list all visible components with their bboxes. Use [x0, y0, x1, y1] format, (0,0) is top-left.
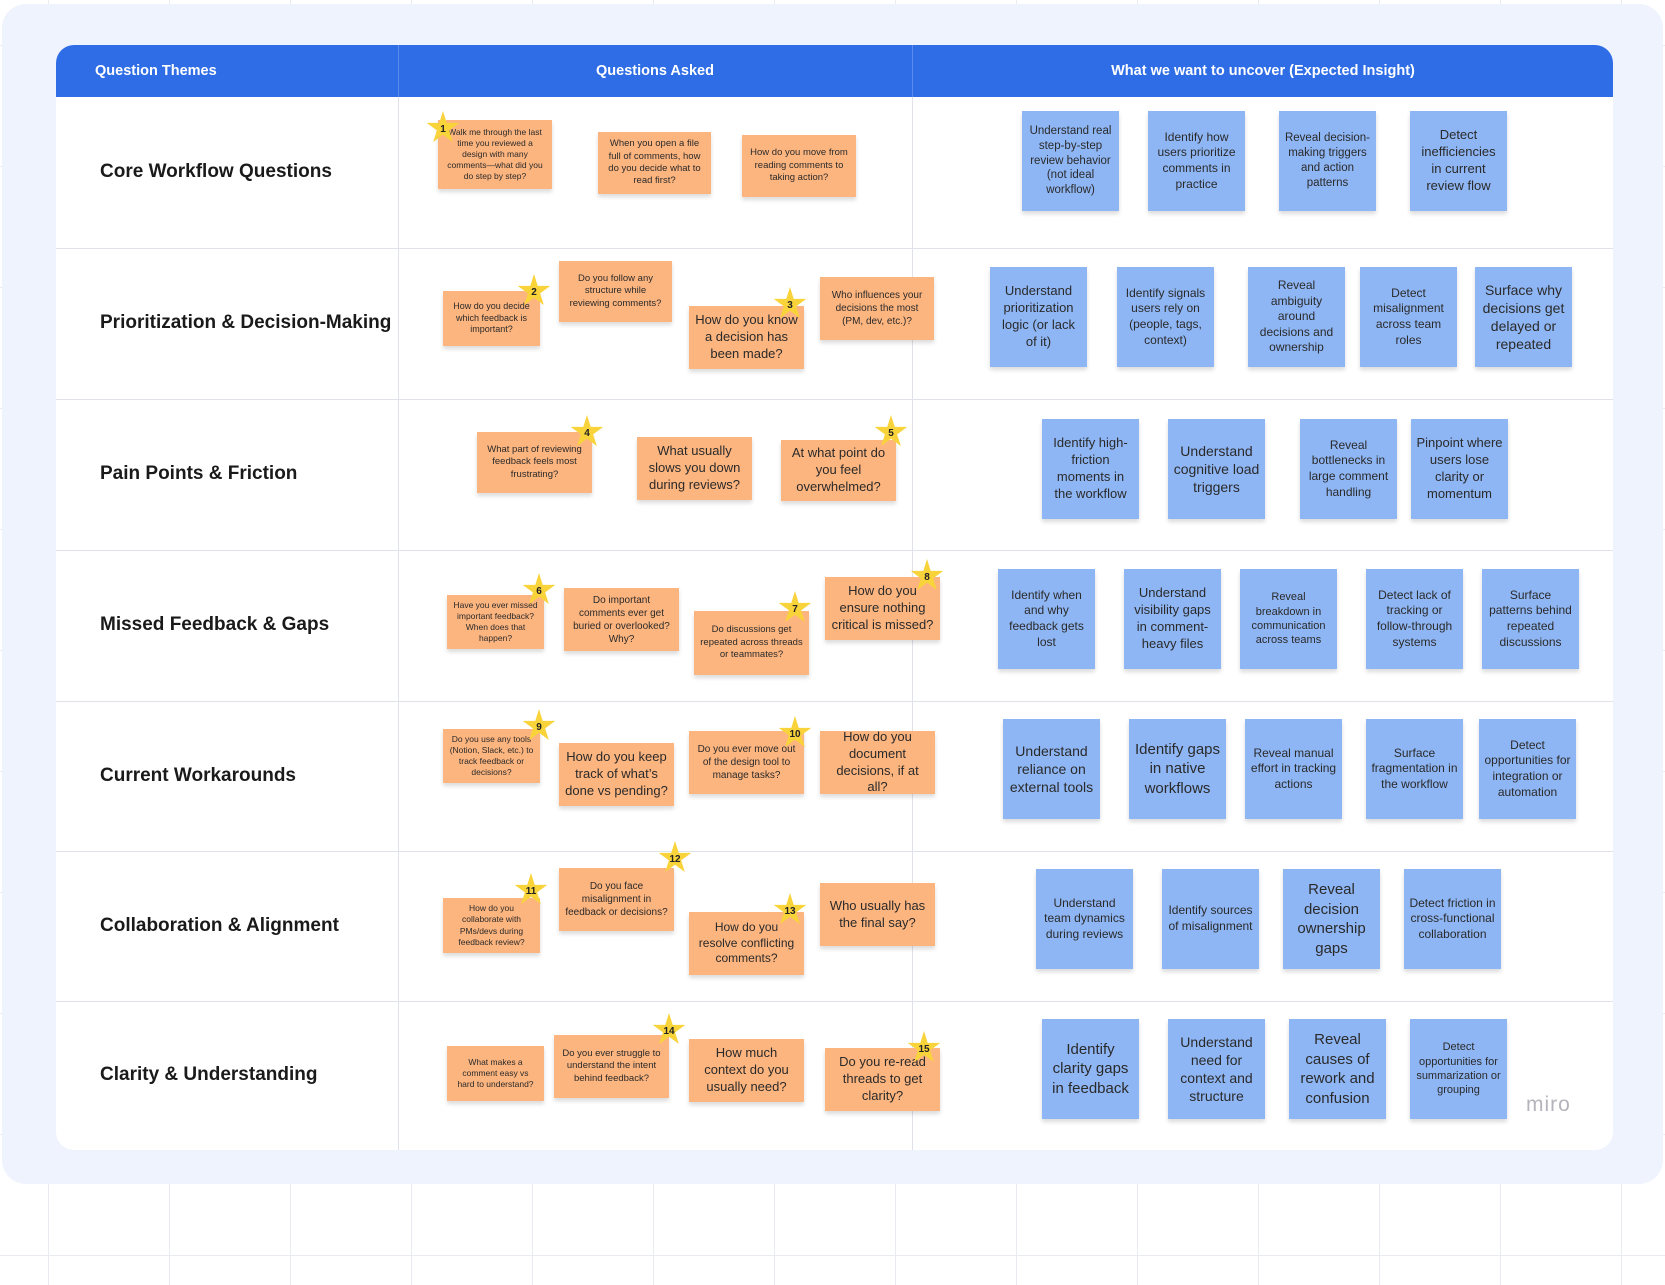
theme-clarity: Clarity & Understanding [100, 1064, 318, 1086]
miro-logo: miro [1526, 1093, 1571, 1116]
star-badge-icon: 7 [778, 591, 812, 625]
question-sticky[interactable]: At what point do you feel overwhelmed? [781, 440, 896, 501]
row-divider [56, 1001, 1613, 1002]
question-sticky[interactable]: How do you collaborate with PMs/devs dur… [443, 898, 540, 953]
star-badge-icon: 9 [522, 709, 556, 743]
insight-sticky[interactable]: Detect opportunities for integration or … [1479, 719, 1576, 819]
question-sticky[interactable]: How do you document decisions, if at all… [820, 729, 935, 794]
star-badge-icon: 1 [426, 111, 460, 145]
star-badge-icon: 4 [570, 415, 604, 449]
question-sticky[interactable]: Have you ever missed important feedback?… [447, 595, 544, 649]
insight-sticky[interactable]: Understand reliance on external tools [1003, 719, 1100, 819]
header-questions-asked: Questions Asked [596, 63, 714, 79]
insight-sticky[interactable]: Understand need for context and structur… [1168, 1019, 1265, 1119]
insight-sticky[interactable]: Reveal decision ownership gaps [1283, 869, 1380, 969]
star-badge-icon: 2 [517, 274, 551, 308]
insight-sticky[interactable]: Understand visibility gaps in comment-he… [1124, 569, 1221, 669]
insight-sticky[interactable]: Understand prioritization logic (or lack… [990, 267, 1087, 367]
theme-core-workflow: Core Workflow Questions [100, 161, 332, 183]
theme-workarounds: Current Workarounds [100, 764, 297, 786]
star-badge-icon: 15 [907, 1031, 941, 1065]
insight-sticky[interactable]: Identify high-friction moments in the wo… [1042, 419, 1139, 519]
insight-sticky[interactable]: Reveal bottlenecks in large comment hand… [1300, 419, 1397, 519]
star-badge-icon: 6 [522, 573, 556, 607]
insight-sticky[interactable]: Detect lack of tracking or follow-throug… [1366, 569, 1463, 669]
question-sticky[interactable]: How do you keep track of what’s done vs … [559, 743, 674, 806]
star-badge-icon: 8 [910, 559, 944, 593]
theme-collaboration: Collaboration & Alignment [100, 914, 339, 936]
header-question-themes: Question Themes [95, 63, 217, 79]
star-badge-icon: 13 [773, 893, 807, 927]
question-sticky[interactable]: When you open a file full of comments, h… [598, 132, 711, 194]
insight-sticky[interactable]: Identify gaps in native workflows [1129, 719, 1226, 819]
insight-sticky[interactable]: Understand real step-by-step review beha… [1022, 111, 1119, 211]
question-sticky[interactable]: What makes a comment easy vs hard to und… [447, 1046, 544, 1101]
insight-sticky[interactable]: Reveal decision-making triggers and acti… [1279, 111, 1376, 211]
research-table: Question Themes Questions Asked What we … [56, 45, 1613, 1150]
insight-sticky[interactable]: Pinpoint where users lose clarity or mom… [1411, 419, 1508, 519]
question-sticky[interactable]: How do you know a decision has been made… [689, 306, 804, 369]
insight-sticky[interactable]: Identify sources of misalignment [1162, 869, 1259, 969]
insight-sticky[interactable]: Reveal manual effort in tracking actions [1245, 719, 1342, 819]
question-sticky[interactable]: Do you face misalignment in feedback or … [559, 868, 674, 931]
star-badge-icon: 12 [658, 841, 692, 875]
question-sticky[interactable]: Do you ever move out of the design tool … [689, 731, 804, 794]
insight-sticky[interactable]: Understand team dynamics during reviews [1036, 869, 1133, 969]
question-sticky[interactable]: Do you ever struggle to understand the i… [554, 1035, 669, 1098]
theme-missed-feedback: Missed Feedback & Gaps [100, 614, 330, 636]
question-sticky[interactable]: Do important comments ever get buried or… [564, 588, 679, 651]
question-sticky[interactable]: Who usually has the final say? [820, 883, 935, 946]
star-badge-icon: 10 [778, 716, 812, 750]
insight-sticky[interactable]: Detect opportunities for summarization o… [1410, 1019, 1507, 1119]
column-divider [398, 97, 399, 1150]
insight-sticky[interactable]: Identify clarity gaps in feedback [1042, 1019, 1139, 1119]
insight-sticky[interactable]: Detect friction in cross-functional coll… [1404, 869, 1501, 969]
star-badge-icon: 5 [874, 415, 908, 449]
insight-sticky[interactable]: Understand cognitive load triggers [1168, 419, 1265, 519]
question-sticky[interactable]: Who influences your decisions the most (… [820, 277, 934, 340]
question-sticky[interactable]: How do you move from reading comments to… [742, 135, 856, 197]
question-sticky[interactable]: How much context do you usually need? [689, 1039, 804, 1102]
insight-sticky[interactable]: Detect inefficiencies in current review … [1410, 111, 1507, 211]
row-divider [56, 851, 1613, 852]
row-divider [56, 248, 1613, 249]
insight-sticky[interactable]: Surface fragmentation in the workflow [1366, 719, 1463, 819]
row-divider [56, 550, 1613, 551]
row-divider [56, 701, 1613, 702]
insight-sticky[interactable]: Identify signals users rely on (people, … [1117, 267, 1214, 367]
insight-sticky[interactable]: Reveal breakdown in communication across… [1240, 569, 1337, 669]
star-badge-icon: 11 [514, 873, 548, 907]
theme-prioritization: Prioritization & Decision-Making [100, 312, 392, 334]
question-sticky[interactable]: What usually slows you down during revie… [637, 437, 752, 500]
insight-sticky[interactable]: Identify how users prioritize comments i… [1148, 111, 1245, 211]
board-frame: Question Themes Questions Asked What we … [2, 4, 1663, 1184]
insight-sticky[interactable]: Surface patterns behind repeated discuss… [1482, 569, 1579, 669]
insight-sticky[interactable]: Detect misalignment across team roles [1360, 267, 1457, 367]
theme-pain-points: Pain Points & Friction [100, 463, 298, 485]
star-badge-icon: 14 [652, 1013, 686, 1047]
header-expected-insight: What we want to uncover (Expected Insigh… [1111, 63, 1415, 79]
insight-sticky[interactable]: Surface why decisions get delayed or rep… [1475, 267, 1572, 367]
insight-sticky[interactable]: Identify when and why feedback gets lost [998, 569, 1095, 669]
row-divider [56, 399, 1613, 400]
question-sticky[interactable]: Do you follow any structure while review… [559, 261, 672, 322]
insight-sticky[interactable]: Reveal causes of rework and confusion [1289, 1019, 1386, 1119]
insight-sticky[interactable]: Reveal ambiguity around decisions and ow… [1248, 267, 1345, 367]
header-divider [912, 45, 913, 97]
star-badge-icon: 3 [773, 287, 807, 321]
header-divider [398, 45, 399, 97]
table-header [56, 45, 1613, 97]
